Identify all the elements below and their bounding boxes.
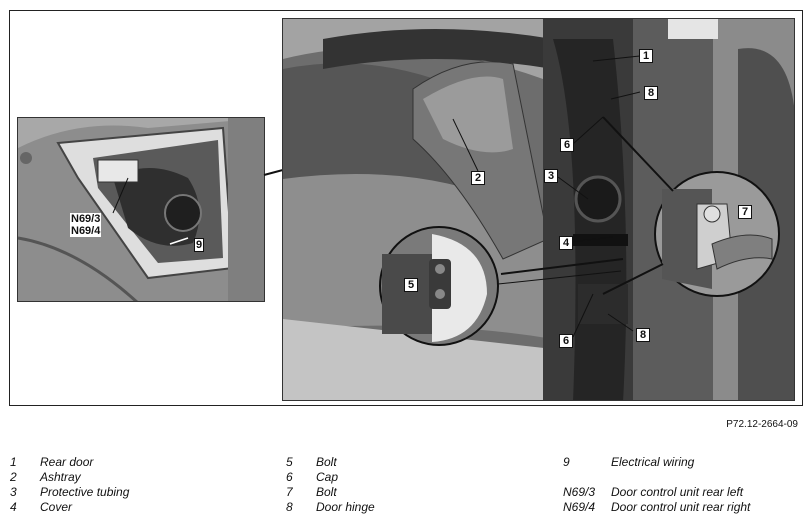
legend-item: 4 Cover [10, 500, 73, 514]
callout-ashtray: 2 [471, 171, 485, 185]
legend-item: 8 Door hinge [286, 500, 375, 514]
legend-item: 6 Cap [286, 470, 339, 484]
callout-cap-upper: 6 [560, 138, 574, 152]
callout-cover: 4 [559, 236, 573, 250]
legend-item: N69/4 Door control unit rear right [563, 500, 751, 514]
legend-item: 3 Protective tubing [10, 485, 130, 499]
main-photo-rear-door: 1 2 3 4 5 6 7 8 6 8 [282, 18, 795, 401]
label-n69-4: N69/4 [70, 225, 102, 237]
legend-item: 7 Bolt [286, 485, 337, 499]
callout-door-hinge-lower: 8 [636, 328, 650, 342]
legend-item: N69/3 Door control unit rear left [563, 485, 744, 499]
callout-cap-lower: 6 [559, 334, 573, 348]
callout-rear-door: 1 [639, 49, 653, 63]
magnifier-bolt [379, 226, 499, 346]
inset-photo-door-control-unit: N69/3 N69/4 9 [17, 117, 265, 302]
leader-lines [452, 55, 674, 338]
legend-item: 1 Rear door [10, 455, 94, 469]
callout-bolt-7: 7 [738, 205, 752, 219]
magnifier-hinge-bolt [654, 171, 780, 297]
legend-item: 9 Electrical wiring [563, 455, 695, 469]
callout-bolt-5: 5 [404, 278, 418, 292]
callout-door-hinge-upper: 8 [644, 86, 658, 100]
label-electrical-wiring: 9 [194, 238, 205, 252]
figure-reference: P72.12-2664-09 [726, 419, 798, 430]
legend: 1 Rear door 2 Ashtray 3 Protective tubin… [0, 455, 812, 519]
legend-item: 2 Ashtray [10, 470, 81, 484]
callout-protective-tubing: 3 [544, 169, 558, 183]
legend-item: 5 Bolt [286, 455, 337, 469]
label-n69-3: N69/3 [70, 213, 102, 225]
